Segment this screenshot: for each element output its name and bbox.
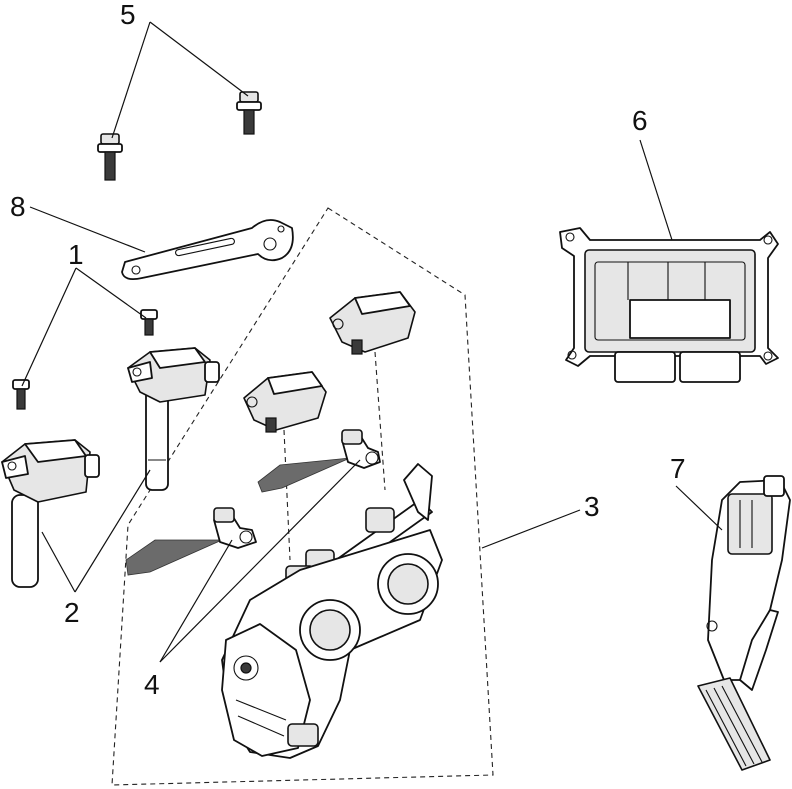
callout-4: 4: [144, 669, 160, 700]
bolt-5b: [236, 91, 262, 135]
callout-6: 6: [632, 105, 648, 136]
ignition-coil-right: [127, 347, 220, 491]
leader-lines: [21, 21, 723, 663]
sensor-alignment-line-1: [374, 351, 386, 491]
ignition-coil-left: [1, 439, 100, 588]
accelerator-pedal-7: [697, 475, 791, 771]
fuel-injector-lower: [125, 507, 257, 576]
map-sensor-lower: [243, 371, 327, 433]
callout-3: 3: [584, 491, 600, 522]
callout-2: 2: [64, 597, 80, 628]
callout-5: 5: [120, 0, 136, 30]
ecu-module-6: [559, 227, 779, 383]
bolt-1b: [12, 379, 30, 410]
bolt-1a: [140, 309, 158, 336]
bracket-8: [121, 219, 294, 281]
sensor-alignment-line-2: [283, 429, 291, 561]
callout-8: 8: [10, 191, 26, 222]
map-sensor-upper: [329, 291, 416, 355]
bolt-5a: [97, 133, 123, 181]
throttle-body-assembly: [221, 463, 443, 759]
callout-1: 1: [68, 239, 84, 270]
fuel-injector-upper: [257, 429, 381, 493]
assembly-boundary-dashed: [111, 207, 494, 786]
callout-7: 7: [670, 453, 686, 484]
